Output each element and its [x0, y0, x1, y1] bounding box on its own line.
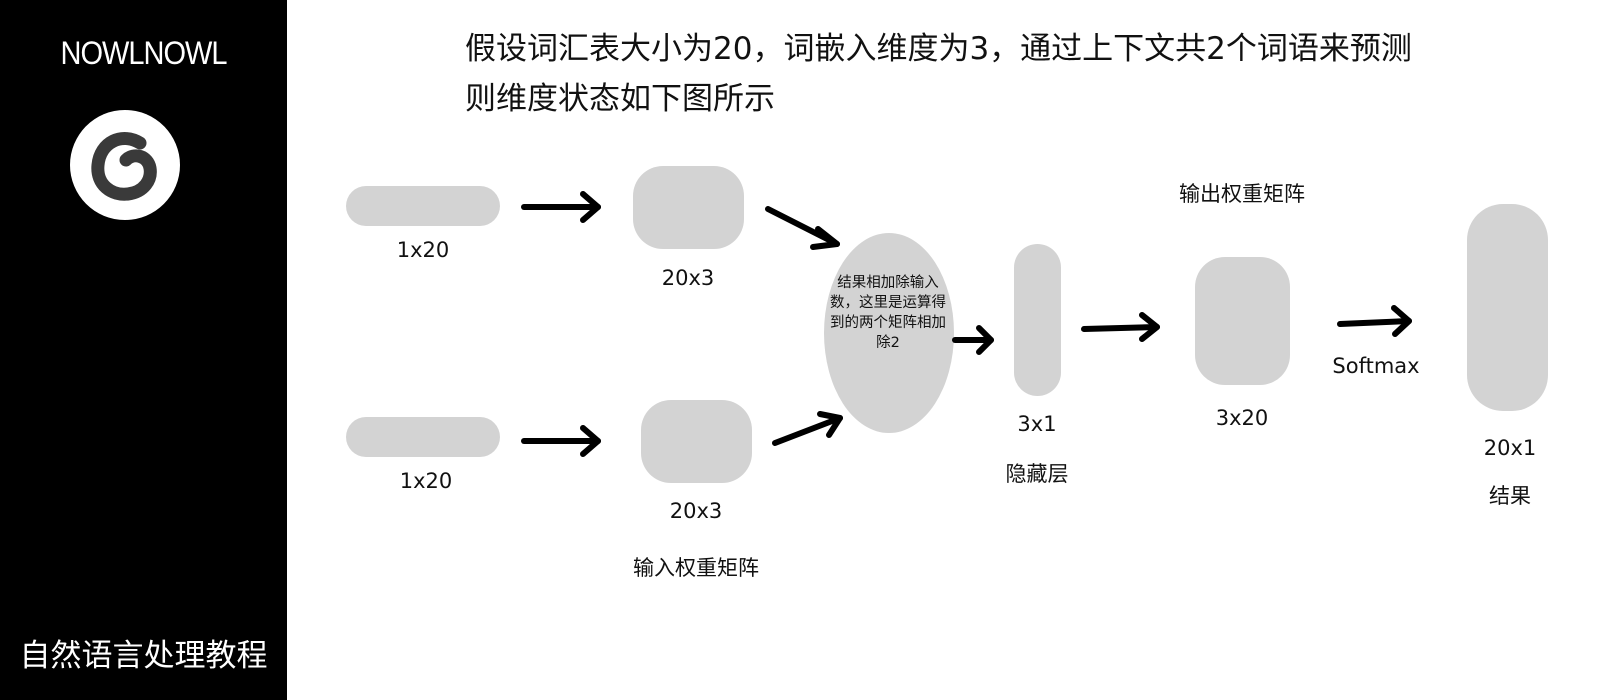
embed-bottom-dim-label: 20x3: [669, 499, 723, 523]
arrow-input-bottom-to-embed: [521, 425, 601, 457]
output-weight-dim-label: 3x20: [1215, 406, 1269, 430]
input-vector-top: [346, 186, 500, 226]
embedding-matrix-bottom: [641, 400, 752, 483]
arrow-input-top-to-embed: [521, 191, 601, 223]
result-label: 结果: [1489, 484, 1531, 508]
page-heading: 假设词汇表大小为20，词嵌入维度为3，通过上下文共2个词语来预测 则维度状态如下…: [465, 24, 1585, 124]
heading-line-2: 则维度状态如下图所示: [465, 81, 775, 117]
average-oval-text: 结果相加除输入数，这里是运算得到的两个矩阵相加除2: [830, 275, 946, 351]
arrow-hidden-to-output: [1081, 312, 1160, 342]
hidden-dim-label: 3x1: [1017, 412, 1057, 436]
arrow-oval-to-hidden: [952, 325, 994, 355]
arrow-output-to-result: [1337, 305, 1412, 337]
result-vector: [1467, 204, 1548, 411]
output-weight-matrix: [1195, 257, 1290, 385]
arrow-embed-top-to-oval: [765, 206, 840, 250]
input-bottom-dim-label: 1x20: [399, 469, 453, 493]
hidden-layer-vector: [1014, 244, 1061, 396]
softmax-label: Softmax: [1332, 354, 1420, 378]
spiral-logo-icon: [70, 110, 180, 220]
hidden-layer-label: 隐藏层: [1005, 462, 1069, 486]
average-oval: [824, 233, 954, 433]
heading-line-1: 假设词汇表大小为20，词嵌入维度为3，通过上下文共2个词语来预测: [465, 31, 1412, 67]
spiral-logo-graphic: [91, 132, 157, 201]
input-vector-bottom: [346, 417, 500, 457]
input-weight-matrix-label: 输入权重矩阵: [633, 556, 759, 580]
result-dim-label: 20x1: [1483, 436, 1537, 460]
embedding-matrix-top: [633, 166, 744, 249]
input-top-dim-label: 1x20: [396, 238, 450, 262]
sidebar: NOWLNOWL 自然语言处理教程: [0, 0, 287, 700]
embed-top-dim-label: 20x3: [661, 266, 715, 290]
arrow-embed-bottom-to-oval: [772, 411, 843, 446]
output-weight-matrix-label: 输出权重矩阵: [1179, 182, 1305, 206]
course-title: 自然语言处理教程: [19, 638, 268, 674]
brand-name: NOWLNOWL: [60, 36, 228, 72]
